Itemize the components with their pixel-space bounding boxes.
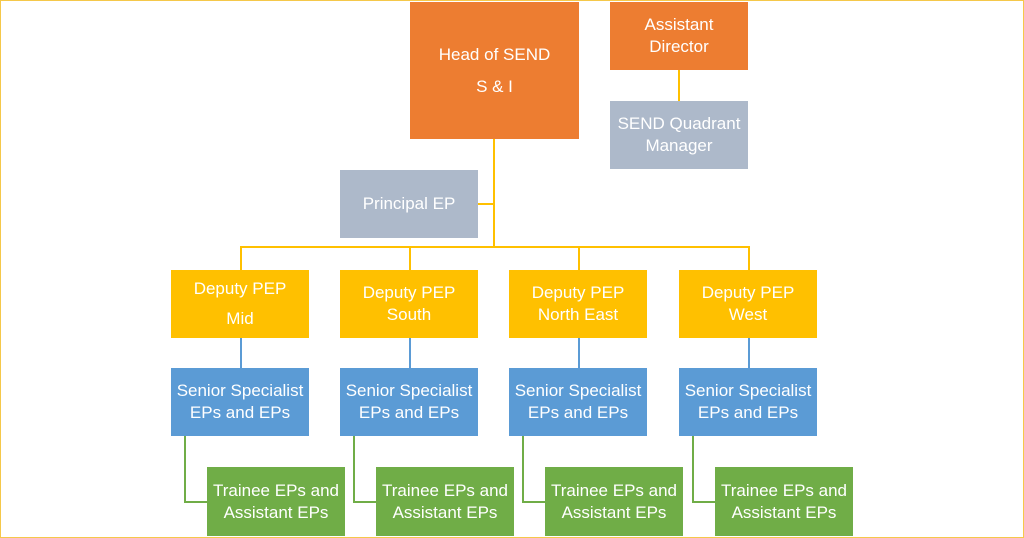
connector-branch-to-mid bbox=[240, 246, 242, 270]
senior-specialist-line1: Senior Specialist bbox=[684, 381, 812, 400]
senior-specialist-north-east-node: Senior Specialist EPs and EPs bbox=[509, 368, 647, 436]
senior-specialist-line2: EPs and EPs bbox=[358, 403, 460, 422]
connector-head-to-branch bbox=[493, 139, 495, 247]
deputy-pep-label: Deputy PEP bbox=[701, 283, 795, 302]
connector-principal-to-trunk bbox=[478, 203, 494, 205]
assistant-director-line1: Assistant bbox=[644, 15, 714, 34]
assistant-director-line2: Director bbox=[649, 37, 709, 56]
senior-specialist-line2: EPs and EPs bbox=[697, 403, 799, 422]
trainee-eps-line1: Trainee EPs and bbox=[551, 480, 677, 500]
send-quadrant-manager-node: SEND Quadrant Manager bbox=[610, 101, 748, 169]
senior-specialist-line1: Senior Specialist bbox=[345, 381, 473, 400]
connector-senior-to-trainee-west-v bbox=[692, 436, 694, 502]
trainee-eps-line2: Assistant EPs bbox=[561, 502, 667, 522]
connector-deputy-to-senior-north-east bbox=[578, 338, 580, 368]
head-of-send-subtitle: S & I bbox=[476, 76, 513, 96]
trainee-eps-line2: Assistant EPs bbox=[731, 502, 837, 522]
connector-senior-to-trainee-south-h bbox=[353, 501, 376, 503]
connector-deputy-to-senior-mid bbox=[240, 338, 242, 368]
deputy-pep-mid-node: Deputy PEP Mid bbox=[171, 270, 309, 338]
connector-senior-to-trainee-mid-v bbox=[184, 436, 186, 502]
senior-specialist-line1: Senior Specialist bbox=[176, 381, 304, 400]
trainee-eps-line1: Trainee EPs and bbox=[721, 480, 847, 500]
trainee-eps-line1: Trainee EPs and bbox=[213, 480, 339, 500]
deputy-pep-region: North East bbox=[537, 305, 619, 324]
connector-branch-to-north-east bbox=[578, 246, 580, 270]
connector-branch-to-south bbox=[409, 246, 411, 270]
deputy-pep-label: Deputy PEP bbox=[193, 279, 287, 298]
senior-specialist-line2: EPs and EPs bbox=[527, 403, 629, 422]
senior-specialist-line1: Senior Specialist bbox=[514, 381, 642, 400]
senior-specialist-south-node: Senior Specialist EPs and EPs bbox=[340, 368, 478, 436]
trainee-eps-line2: Assistant EPs bbox=[223, 502, 329, 522]
trainee-eps-south-node: Trainee EPs and Assistant EPs bbox=[376, 467, 514, 536]
connector-senior-to-trainee-mid-h bbox=[184, 501, 207, 503]
assistant-director-node: Assistant Director bbox=[610, 2, 748, 70]
connector-assistant-to-manager bbox=[678, 70, 680, 101]
connector-senior-to-trainee-west-h bbox=[692, 501, 715, 503]
deputy-pep-west-node: Deputy PEP West bbox=[679, 270, 817, 338]
deputy-pep-region: South bbox=[386, 305, 432, 324]
senior-specialist-west-node: Senior Specialist EPs and EPs bbox=[679, 368, 817, 436]
head-of-send-title: Head of SEND bbox=[438, 44, 551, 64]
connector-senior-to-trainee-south-v bbox=[353, 436, 355, 502]
trainee-eps-west-node: Trainee EPs and Assistant EPs bbox=[715, 467, 853, 536]
deputy-pep-label: Deputy PEP bbox=[362, 283, 456, 302]
senior-specialist-mid-node: Senior Specialist EPs and EPs bbox=[171, 368, 309, 436]
connector-senior-to-trainee-north-east-h bbox=[522, 501, 545, 503]
deputy-pep-label: Deputy PEP bbox=[531, 283, 625, 302]
connector-branch-to-west bbox=[748, 246, 750, 270]
connector-horizontal-branch bbox=[240, 246, 750, 248]
connector-deputy-to-senior-west bbox=[748, 338, 750, 368]
quadrant-manager-line1: SEND Quadrant bbox=[617, 114, 741, 133]
deputy-pep-north-east-node: Deputy PEP North East bbox=[509, 270, 647, 338]
senior-specialist-line2: EPs and EPs bbox=[189, 403, 291, 422]
deputy-pep-region: West bbox=[728, 305, 768, 324]
trainee-eps-line2: Assistant EPs bbox=[392, 502, 498, 522]
quadrant-manager-line2: Manager bbox=[645, 136, 713, 155]
connector-deputy-to-senior-south bbox=[409, 338, 411, 368]
principal-ep-node: Principal EP bbox=[340, 170, 478, 238]
trainee-eps-north-east-node: Trainee EPs and Assistant EPs bbox=[545, 467, 683, 536]
trainee-eps-mid-node: Trainee EPs and Assistant EPs bbox=[207, 467, 345, 536]
principal-ep-label: Principal EP bbox=[362, 194, 456, 213]
deputy-pep-south-node: Deputy PEP South bbox=[340, 270, 478, 338]
trainee-eps-line1: Trainee EPs and bbox=[382, 480, 508, 500]
connector-senior-to-trainee-north-east-v bbox=[522, 436, 524, 502]
deputy-pep-region: Mid bbox=[226, 309, 254, 328]
head-of-send-node: Head of SEND S & I bbox=[410, 2, 579, 139]
